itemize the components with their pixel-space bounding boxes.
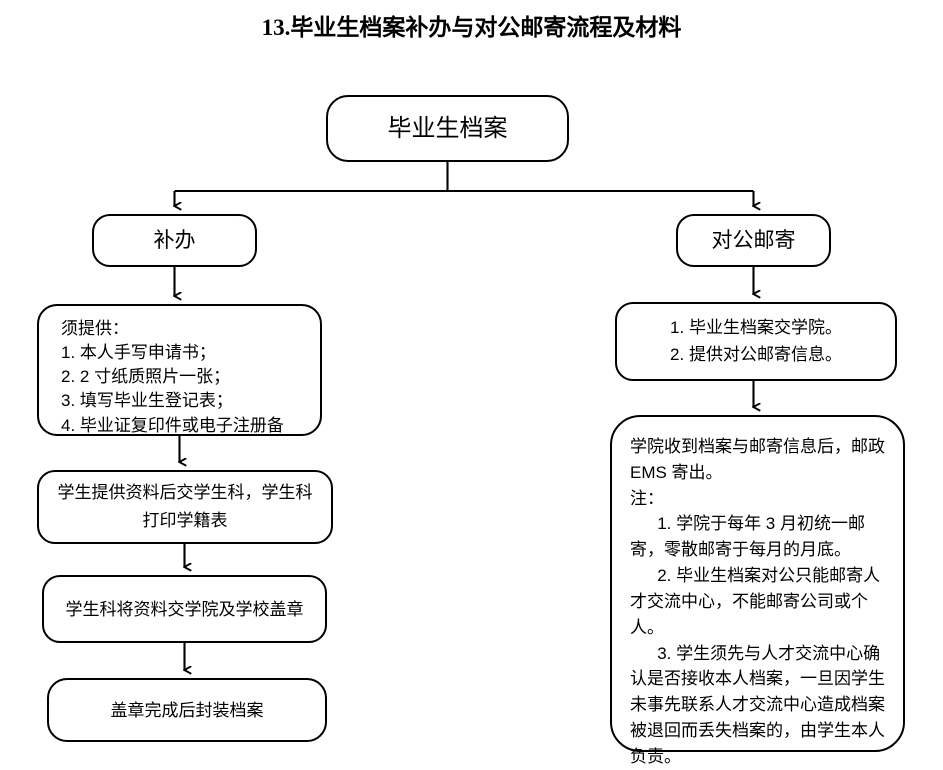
required-materials-list: 须提供： 1. 本人手写申请书； 2. 2 寸纸质照片一张； 3. 填写毕业生登… [39, 306, 284, 438]
node-step3-label: 盖章完成后封装档案 [110, 700, 264, 720]
node-reissue-label: 补办 [153, 229, 196, 252]
notes-item: 3. 学生须先与人才交流中心确认是否接收本人档案，一旦因学生未事先联系人才交流中… [630, 643, 885, 766]
notes-intro: 学院收到档案与邮寄信息后，邮政 EMS 寄出。 [630, 437, 885, 482]
node-public-mailing-label: 对公邮寄 [711, 229, 796, 252]
node-reissue[interactable]: 补办 [92, 214, 257, 267]
node-step-stamp-by-college[interactable]: 学生科将资料交学院及学校盖章 [42, 575, 327, 643]
node-step-seal-archive[interactable]: 盖章完成后封装档案 [47, 678, 327, 742]
notes-item: 1. 学院于每年 3 月初统一邮寄，零散邮寄于每月的月底。 [630, 514, 865, 560]
node-step-submit-to-student-office[interactable]: 学生提供资料后交学生科，学生科打印学籍表 [37, 470, 333, 544]
node-mailing-notes[interactable]: 学院收到档案与邮寄信息后，邮政 EMS 寄出。 注： 1. 学院于每年 3 月初… [610, 415, 905, 766]
mailing-requirement-item: 2. 提供对公邮寄信息。 [670, 344, 842, 364]
notes-label: 注： [630, 488, 664, 508]
node-public-mailing[interactable]: 对公邮寄 [676, 214, 831, 267]
node-graduate-archive-label: 毕业生档案 [387, 114, 508, 142]
node-required-materials[interactable]: 须提供： 1. 本人手写申请书； 2. 2 寸纸质照片一张； 3. 填写毕业生登… [37, 304, 322, 436]
required-item: 1. 本人手写申请书； [61, 343, 216, 363]
mailing-requirement-item: 1. 毕业生档案交学院。 [670, 317, 842, 337]
mailing-requirements-list: 1. 毕业生档案交学院。 2. 提供对公邮寄信息。 [670, 315, 842, 369]
page-title: 13.毕业生档案补办与对公邮寄流程及材料 [261, 15, 682, 40]
node-step2-label: 学生科将资料交学院及学校盖章 [65, 599, 304, 619]
mailing-notes-body: 学院收到档案与邮寄信息后，邮政 EMS 寄出。 注： 1. 学院于每年 3 月初… [612, 417, 903, 770]
required-item: 4. 毕业证复印件或电子注册备 [61, 415, 284, 435]
required-heading: 须提供： [61, 319, 129, 338]
node-graduate-archive[interactable]: 毕业生档案 [326, 95, 569, 162]
node-step1-label: 学生提供资料后交学生科，学生科打印学籍表 [57, 483, 313, 530]
required-item: 3. 填写毕业生登记表； [61, 391, 233, 411]
notes-item: 2. 毕业生档案对公只能邮寄人才交流中心，不能邮寄公司或个人。 [630, 566, 881, 637]
node-mailing-requirements[interactable]: 1. 毕业生档案交学院。 2. 提供对公邮寄信息。 [615, 302, 897, 381]
required-item: 2. 2 寸纸质照片一张； [61, 367, 231, 387]
